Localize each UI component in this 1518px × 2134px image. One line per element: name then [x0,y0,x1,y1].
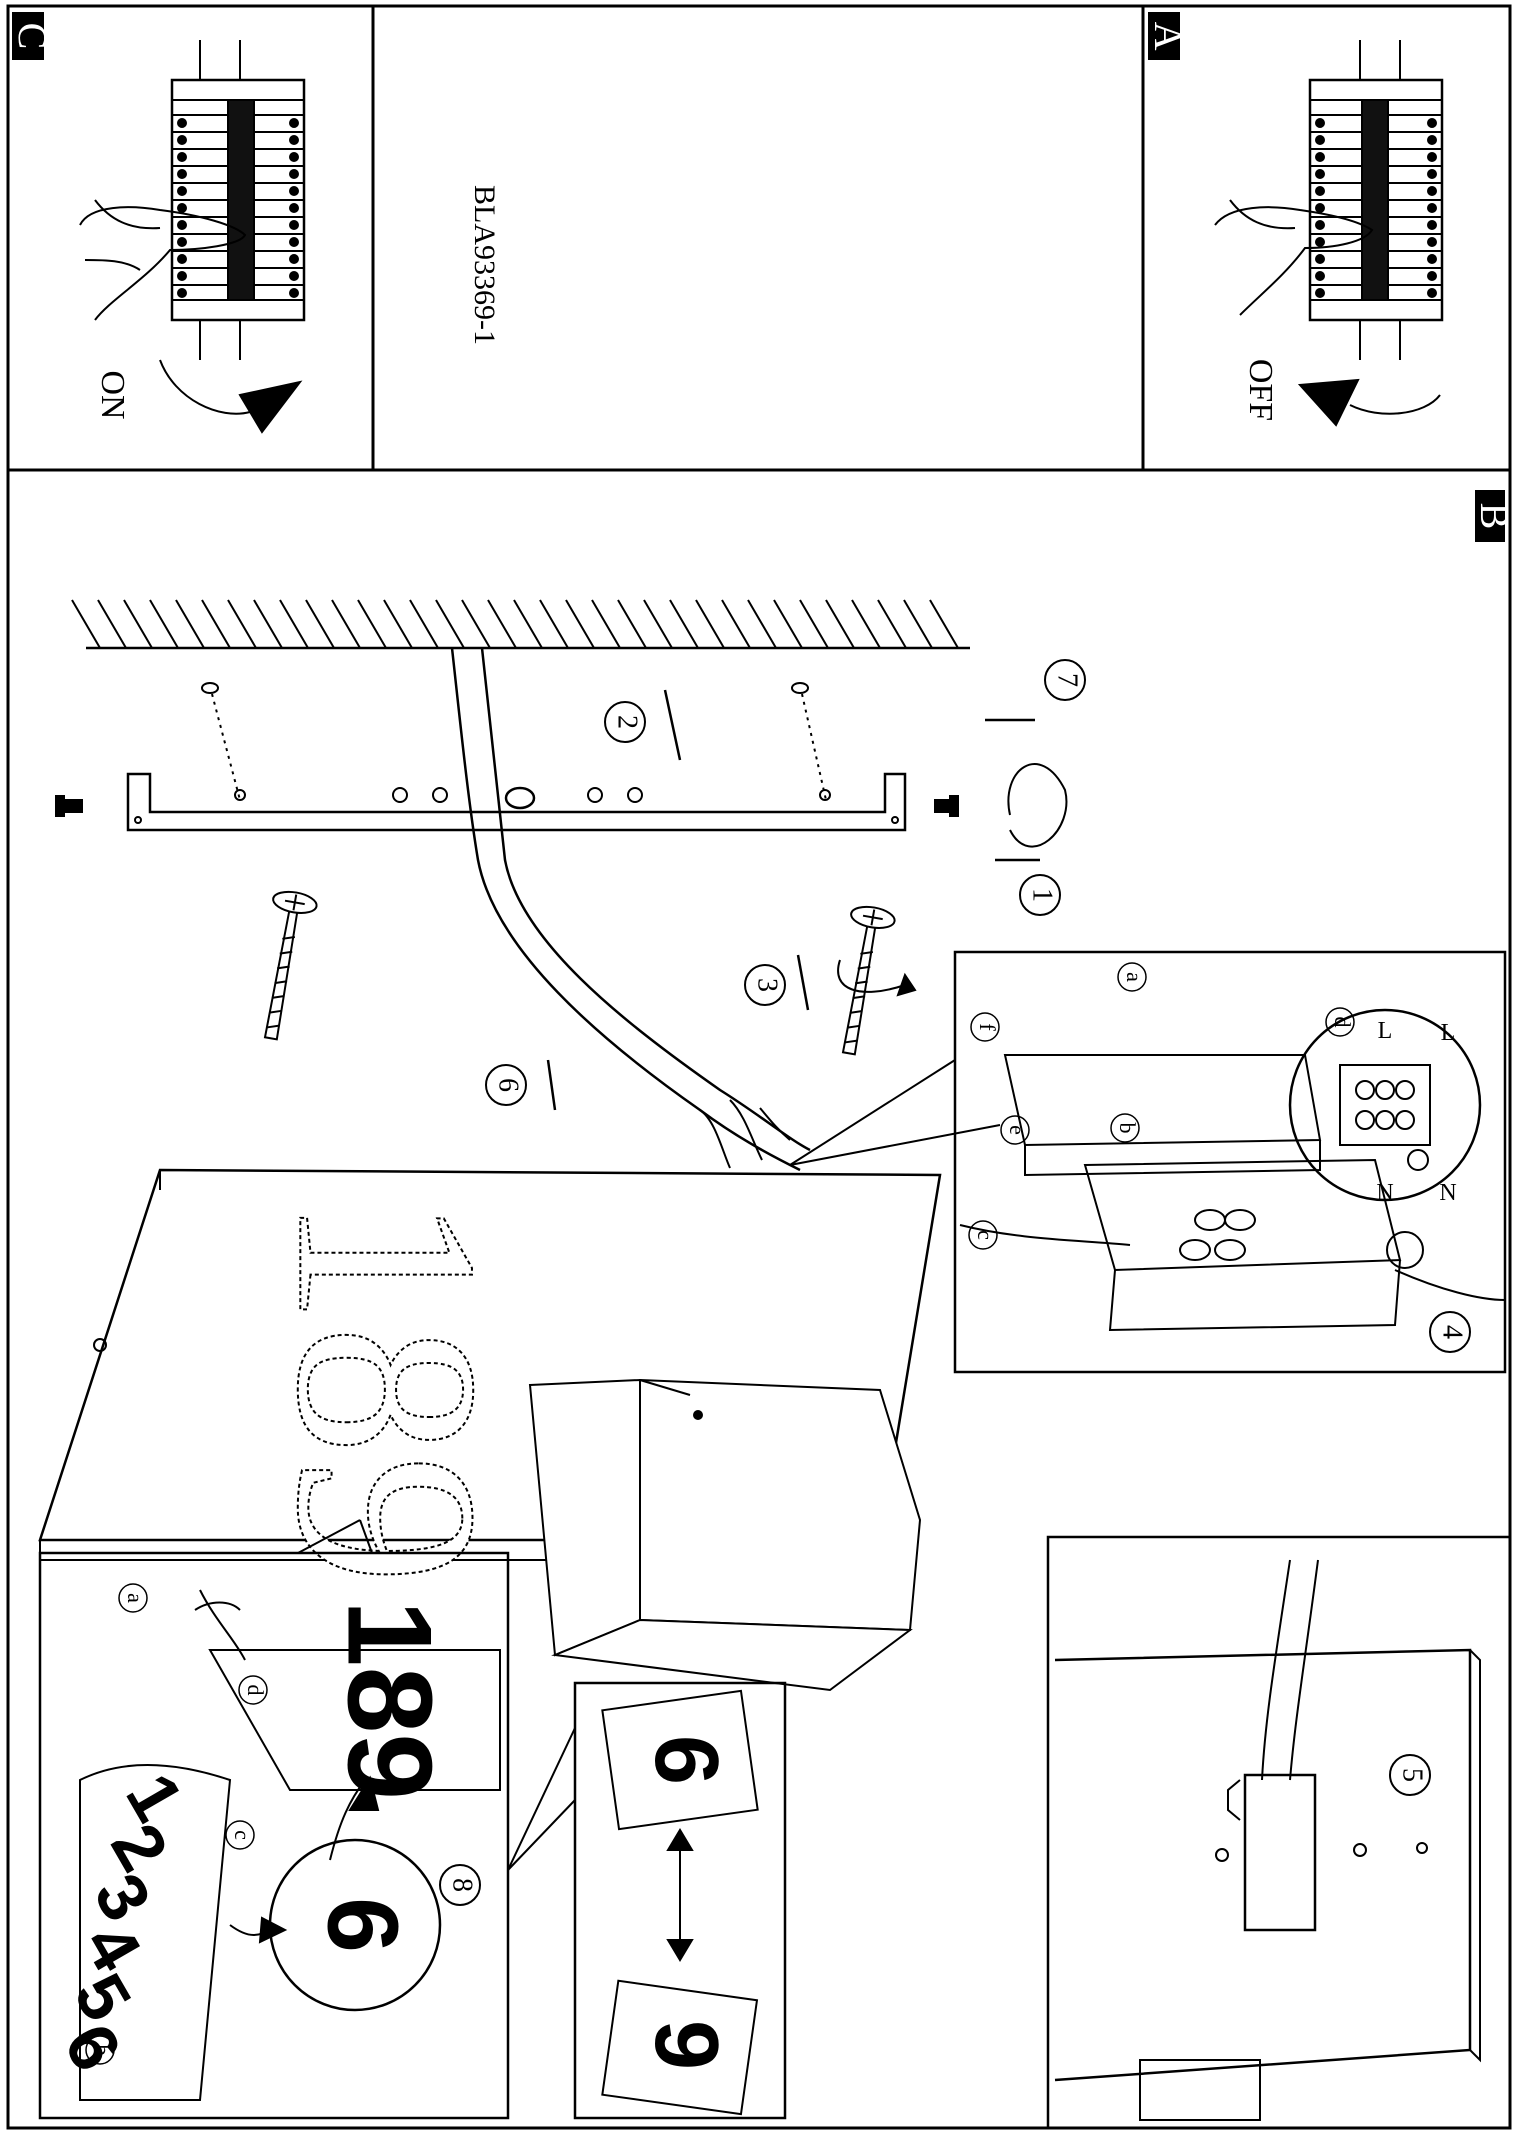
sticker-inset [38,1551,510,2120]
step-3-marker: 3 [744,954,810,1011]
sub-step-label: d [238,1675,268,1705]
step-number: 2 [612,715,643,729]
curved-arrow-icon [329,1779,366,1861]
plate-number-preview: 189 [322,1600,456,1800]
panel-a: A OFF [1146,12,1444,427]
model-code: BLA93369-1 [468,185,501,345]
junction-box [959,1054,1506,1332]
arrow-head-icon [1297,378,1360,427]
junction-box-inset [953,950,1507,1374]
arrow-head-icon [348,1775,380,1811]
label-off: OFF [1242,359,1279,421]
step-number: 6 [493,1078,524,1092]
badge-a: A [1146,22,1191,51]
rotate-arrow-icon [1007,763,1068,848]
wall-screw-icon [263,890,318,1041]
svg-text:b: b [1115,1123,1140,1134]
hand-icon [79,199,247,321]
step-number: 8 [447,1878,478,1892]
wall-hole [201,682,219,694]
sub-step-label: c [225,1820,255,1850]
arrow-head-icon [238,380,303,434]
sub-step-label: c [968,1220,998,1250]
house-number-preview: 189 [243,1195,531,1585]
step-arrow-icon [546,1059,557,1111]
svg-text:f: f [975,1023,1000,1031]
flip-digit-6: 6 [636,1735,736,1785]
step-arrow-icon [663,689,682,761]
step-7-marker: 7 [985,659,1086,722]
screw-icon [55,795,83,817]
mounting-bracket [126,772,907,832]
arrow-head-icon [258,1916,288,1944]
panel-c: C ON [10,12,306,434]
screw-icon [934,795,959,817]
svg-text:b: b [90,2045,115,2056]
step-number: 7 [1052,673,1083,687]
step-4-marker: 4 [1429,1311,1471,1353]
sticker-sheet [79,1764,232,2101]
step-number: 1 [1027,888,1058,902]
step-6-marker: 6 [485,1059,557,1111]
sheet-border [6,4,1512,2130]
rotate-arrow-icon [837,959,906,993]
terminal-block-detail [1288,1008,1482,1202]
wall-screw-icon [841,905,896,1056]
svg-text:a: a [1122,972,1147,982]
step-8-marker: 8 [439,1864,481,1906]
sub-step-label: b [1110,1113,1140,1143]
badge-c: C [10,23,55,50]
sticker-digit-preview: 6 [307,1897,419,1953]
wall-hole [791,682,809,694]
badge-b-bg [1475,490,1505,542]
step-arrow-icon [796,954,810,1011]
rotate-arrow-icon [1349,394,1441,415]
terminal-label-n: N [1376,1180,1393,1206]
power-cable [450,647,811,1172]
flip-digit-9: 9 [636,2020,736,2070]
step-5-marker: 5 [1389,1754,1431,1796]
label-on: ON [94,370,131,419]
badge-a-bg [1148,12,1180,60]
sub-step-label: f [970,1012,1000,1042]
svg-text:d: d [1330,1017,1355,1028]
svg-text:d: d [243,1685,268,1696]
rotate-arrow-icon [159,359,251,415]
terminal-label-n: N [1439,1180,1456,1206]
svg-text:c: c [973,1230,998,1240]
badge-c-bg [12,12,44,60]
terminal-label-l: L [1441,1020,1456,1046]
step-2-marker: 2 [604,689,682,761]
svg-text:e: e [1005,1125,1030,1135]
lamp-housing [528,1378,922,1692]
breaker-panel-a [1308,40,1444,360]
hand-icon [1214,199,1374,316]
mounted-view-inset [1046,1535,1512,2130]
sub-step-label: a [118,1583,148,1613]
sticker-peeling [194,1589,501,1791]
step-number: 3 [752,978,783,992]
step-1-marker: 1 [995,858,1061,916]
sub-step-label: b [85,2035,115,2065]
sub-step-label: e [1000,1115,1030,1145]
step-number: 5 [1397,1768,1428,1782]
mounted-lamp [1054,1559,1481,2121]
sub-step-label: a [1117,962,1147,992]
arrow-head-icon [896,972,917,997]
flip-inset [573,1681,787,2120]
wall [71,599,970,650]
step-number: 4 [1437,1325,1468,1339]
badge-b: B [1472,503,1517,530]
svg-text:c: c [230,1830,255,1840]
svg-text:a: a [123,1593,148,1603]
terminal-label-l: L [1378,1018,1393,1044]
sub-step-label: d [1325,1007,1355,1037]
breaker-panel-c [170,40,306,360]
